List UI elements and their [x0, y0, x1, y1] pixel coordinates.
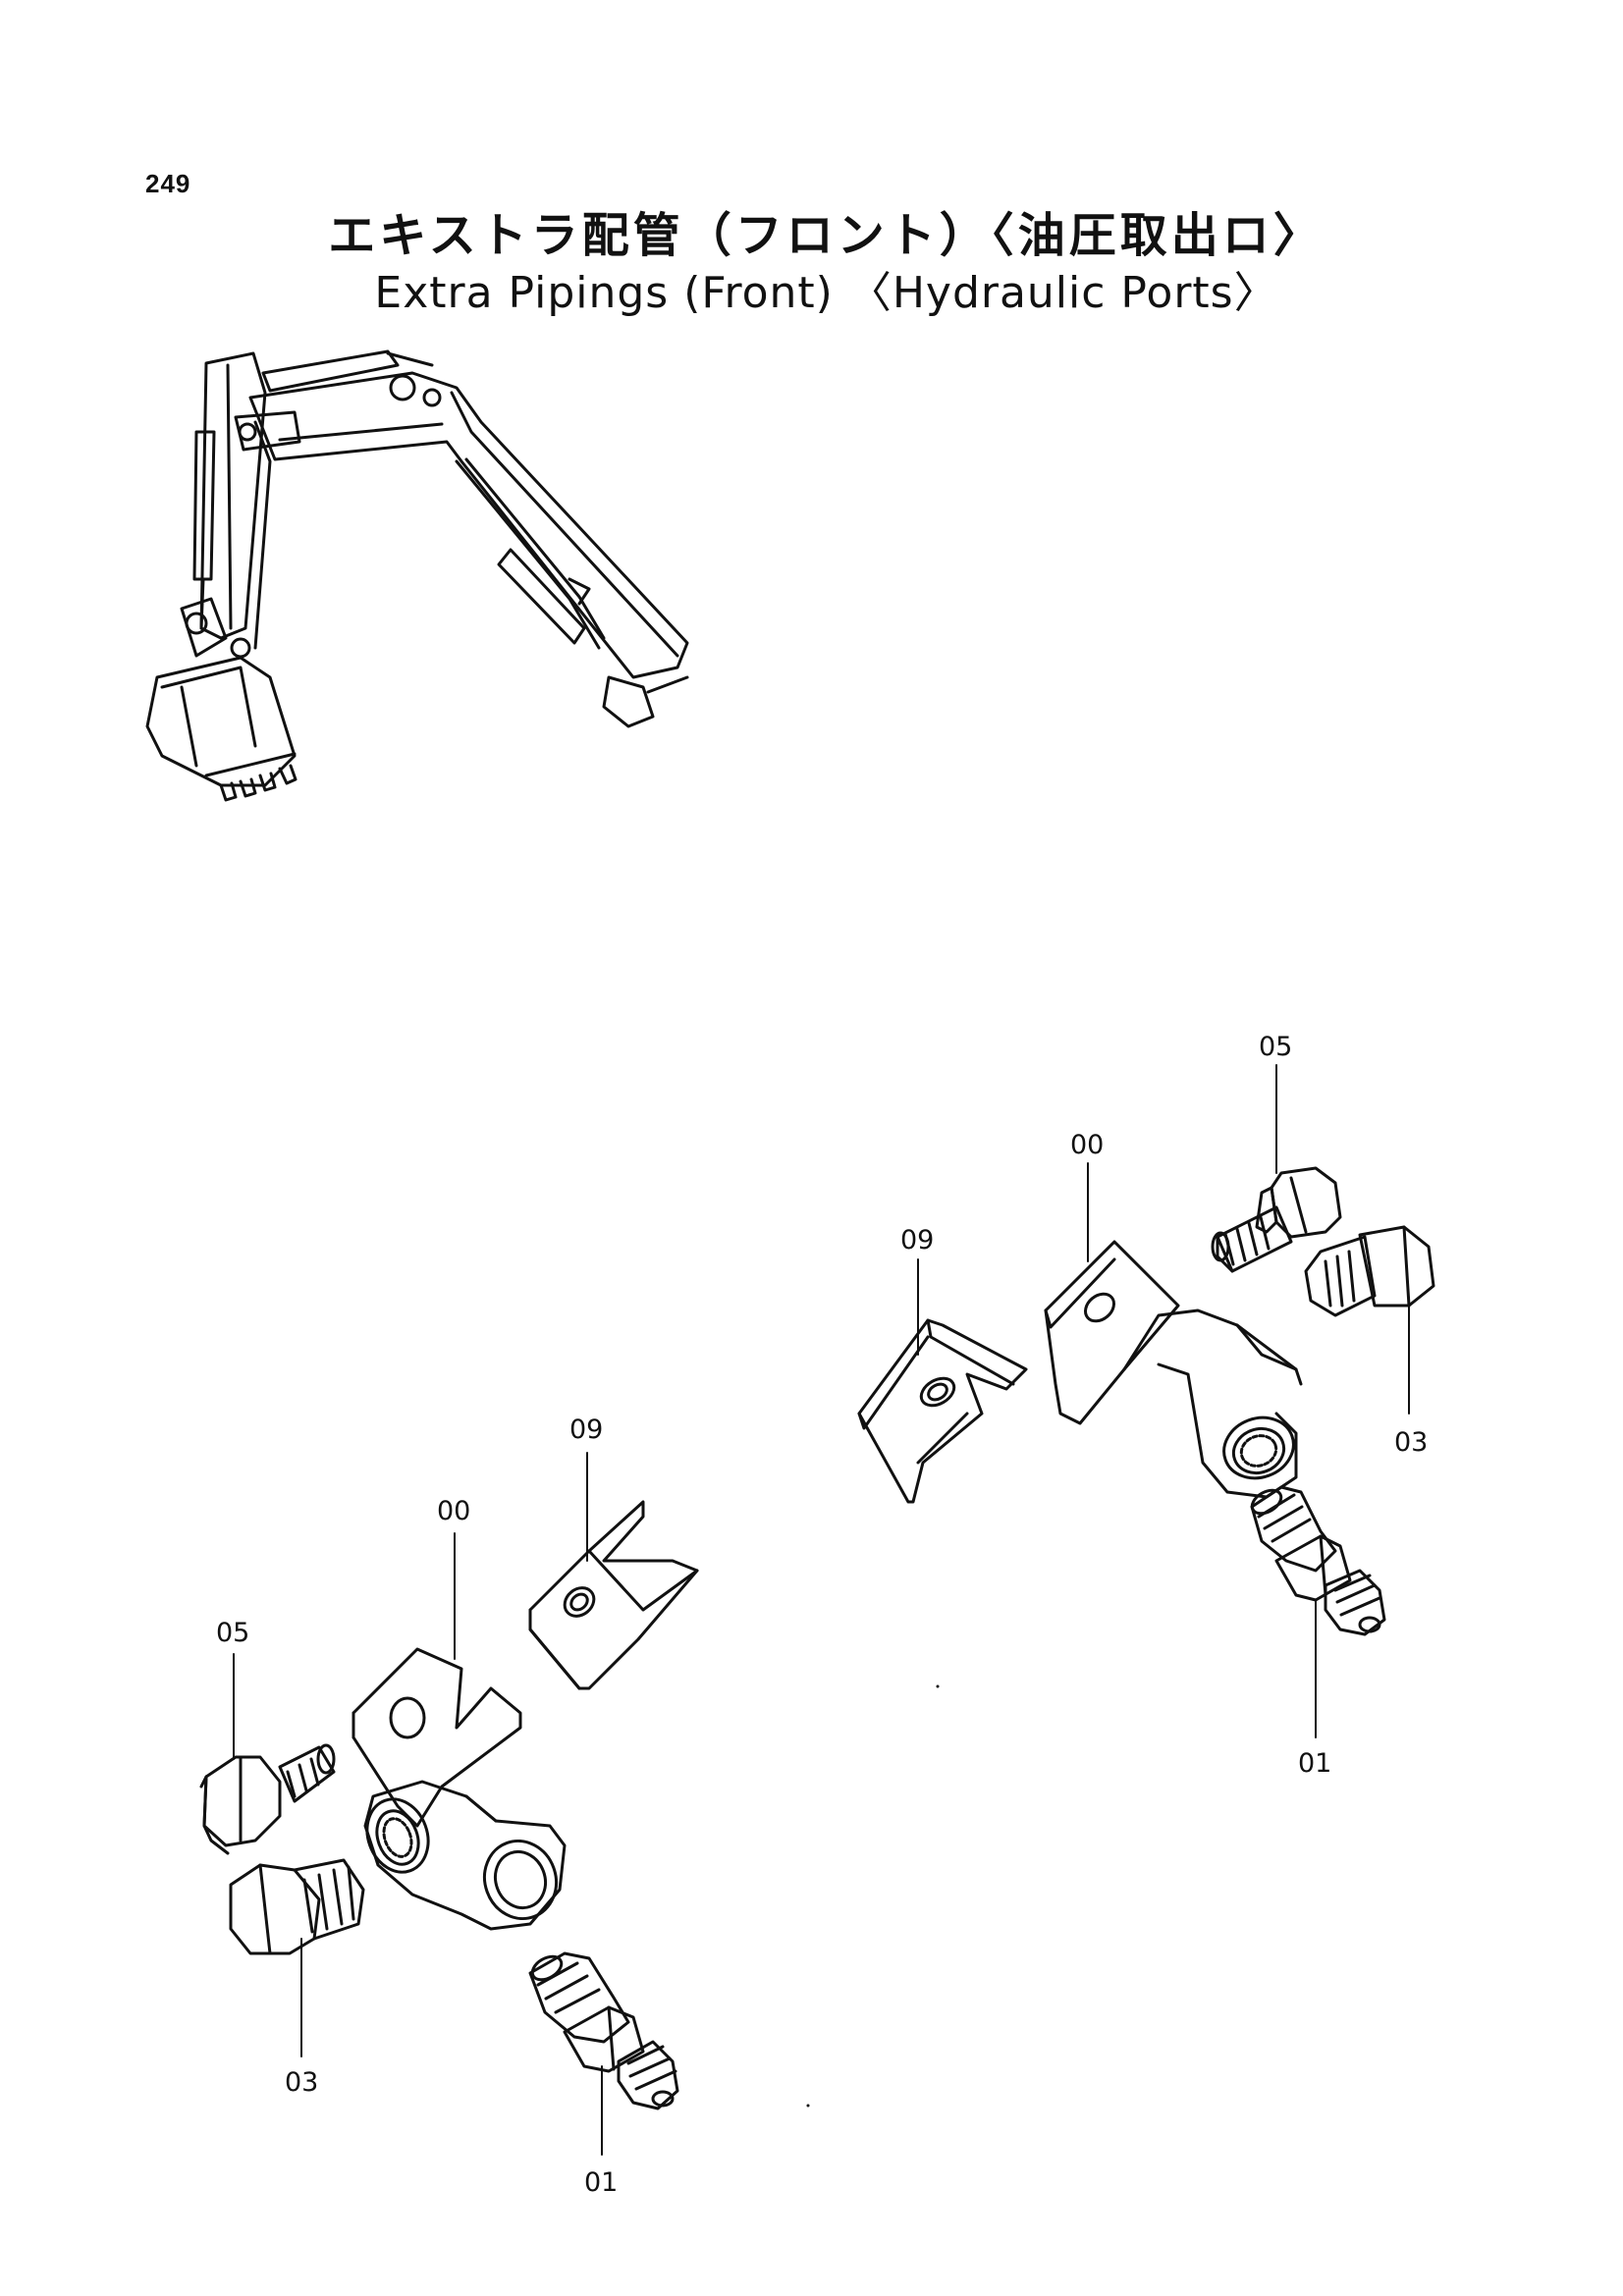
right-callout-01: 01 [1298, 1748, 1331, 1779]
left-assembly [199, 1452, 699, 2156]
left-callout-03: 03 [285, 2067, 318, 2098]
right-part-01-union [1250, 1485, 1386, 1636]
left-callout-01: 01 [584, 2167, 618, 2198]
page-number: 249 [145, 169, 191, 198]
left-part-09-u-bracket [528, 1500, 699, 1690]
title-japanese: エキストラ配管（フロント）〈油圧取出ロ〉 [328, 208, 1325, 263]
left-callout-05: 05 [216, 1618, 249, 1648]
right-part-00-elbow [1044, 1240, 1303, 1499]
right-callout-05: 05 [1259, 1032, 1292, 1062]
left-part-01-union [528, 1951, 679, 2110]
right-part-09-u-bracket [857, 1318, 1028, 1504]
left-part-00-elbow [352, 1647, 567, 1931]
title-english: Extra Pipings (Front) 〈Hydraulic Ports〉 [374, 268, 1278, 318]
right-part-03-plug [1304, 1225, 1435, 1317]
right-assembly [857, 1064, 1435, 1738]
excavator-front-illustration [145, 349, 689, 802]
right-part-05-bolt [1211, 1166, 1342, 1273]
right-callout-09: 09 [900, 1225, 934, 1255]
right-callout-03: 03 [1394, 1427, 1428, 1458]
right-callout-00: 00 [1070, 1130, 1104, 1160]
left-callout-00: 00 [437, 1496, 470, 1526]
left-callout-09: 09 [569, 1415, 603, 1445]
left-part-03-plug [229, 1858, 365, 1955]
left-part-05-bolt [199, 1743, 336, 1855]
